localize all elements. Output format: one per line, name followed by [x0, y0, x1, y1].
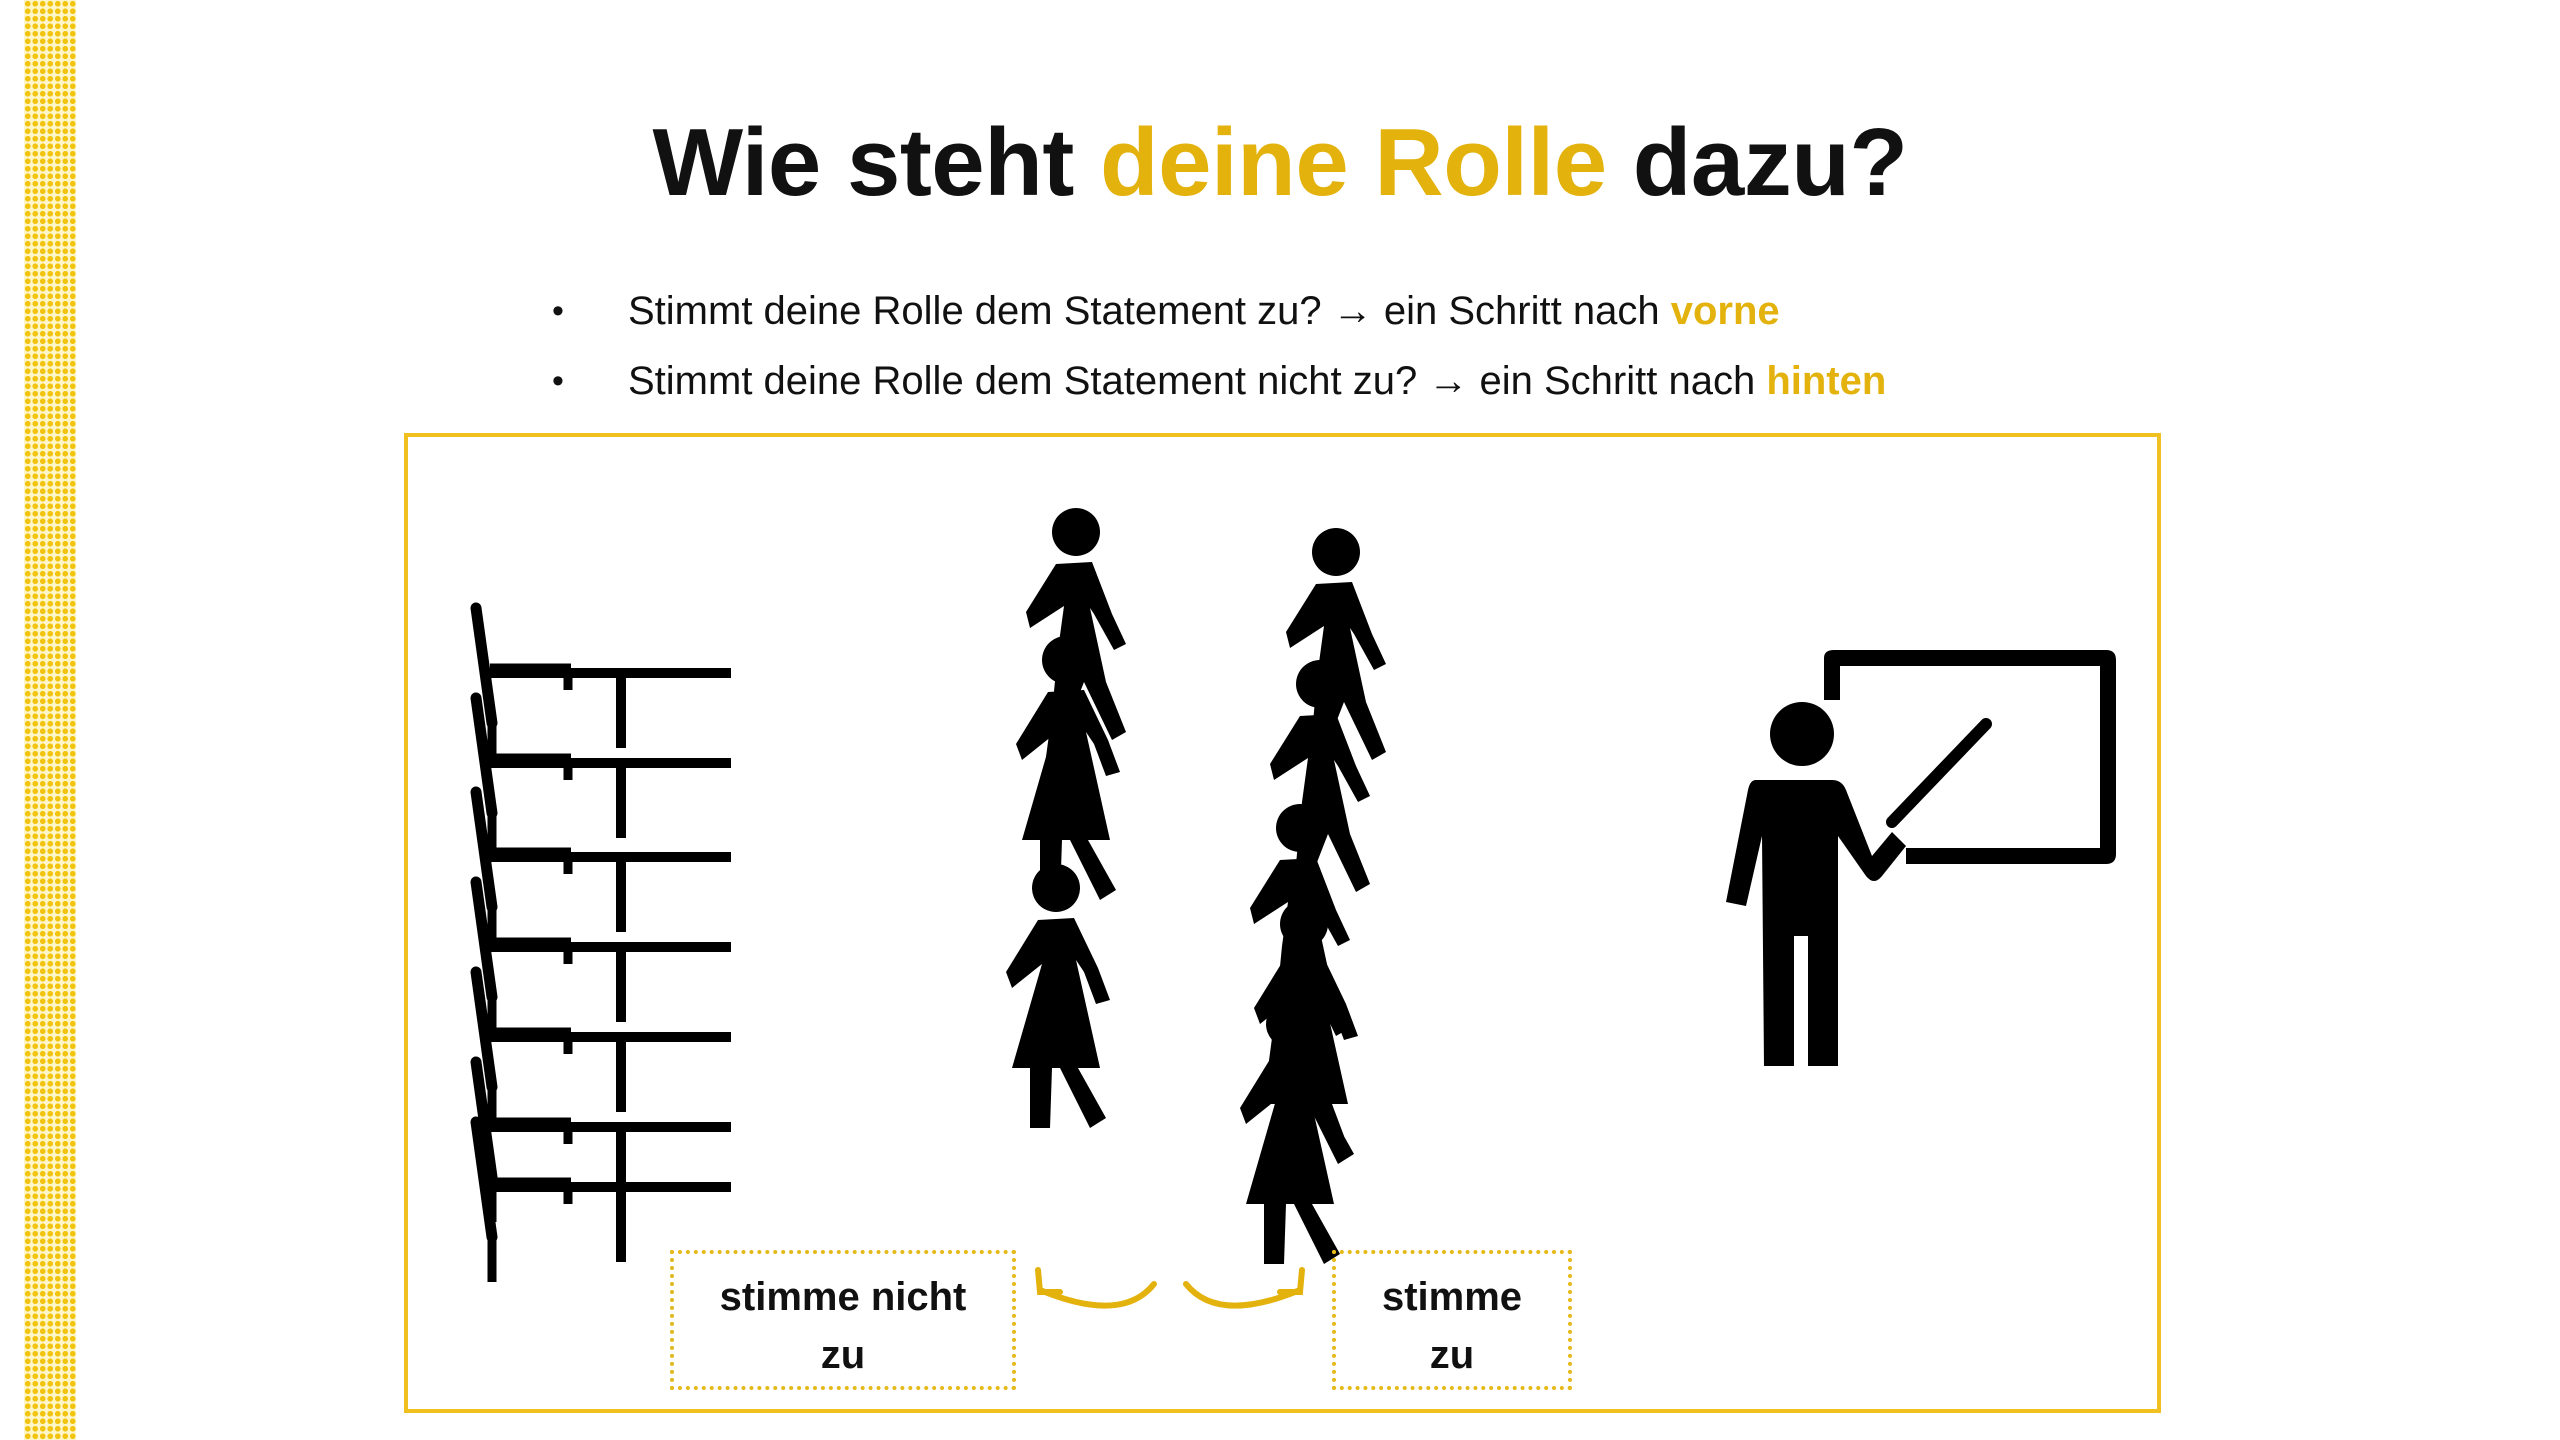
agree-label-line2: zu: [1429, 1333, 1475, 1377]
agree-label-box: stimme zu: [1332, 1250, 1572, 1390]
instruction-highlight: vorne: [1670, 289, 1780, 333]
instruction-list: • Stimmt deine Rolle dem Statement zu? → …: [552, 283, 1886, 423]
disagree-label-box: stimme nicht zu: [670, 1250, 1016, 1390]
slide-title: Wie steht deine Rolle dazu?: [0, 108, 2560, 218]
title-suffix: dazu?: [1632, 109, 1908, 216]
instruction-text: Stimmt deine Rolle dem Statement zu? → e…: [628, 289, 1660, 333]
bullet-icon: •: [552, 292, 564, 330]
classroom-scene-frame: [404, 433, 2161, 1413]
curved-arrow-icon: [1183, 1267, 1305, 1309]
title-accent: deine Rolle: [1099, 109, 1607, 216]
agree-label-line1: stimme: [1381, 1275, 1523, 1319]
instruction-disagree: • Stimmt deine Rolle dem Statement nicht …: [552, 353, 1886, 423]
curved-arrow-icon: [1035, 1267, 1157, 1309]
instruction-agree: • Stimmt deine Rolle dem Statement zu? → …: [552, 283, 1886, 353]
disagree-label-line2: zu: [820, 1333, 866, 1377]
instruction-highlight: hinten: [1766, 359, 1887, 403]
disagree-label-line1: stimme nicht: [719, 1275, 967, 1319]
bullet-icon: •: [552, 362, 564, 400]
title-prefix: Wie steht: [652, 109, 1074, 216]
teacher-board-icon: [1726, 650, 2116, 1066]
dotted-side-strip: [24, 0, 76, 1440]
school-desk-icon: [476, 608, 731, 1282]
instruction-text: Stimmt deine Rolle dem Statement nicht z…: [628, 359, 1756, 403]
